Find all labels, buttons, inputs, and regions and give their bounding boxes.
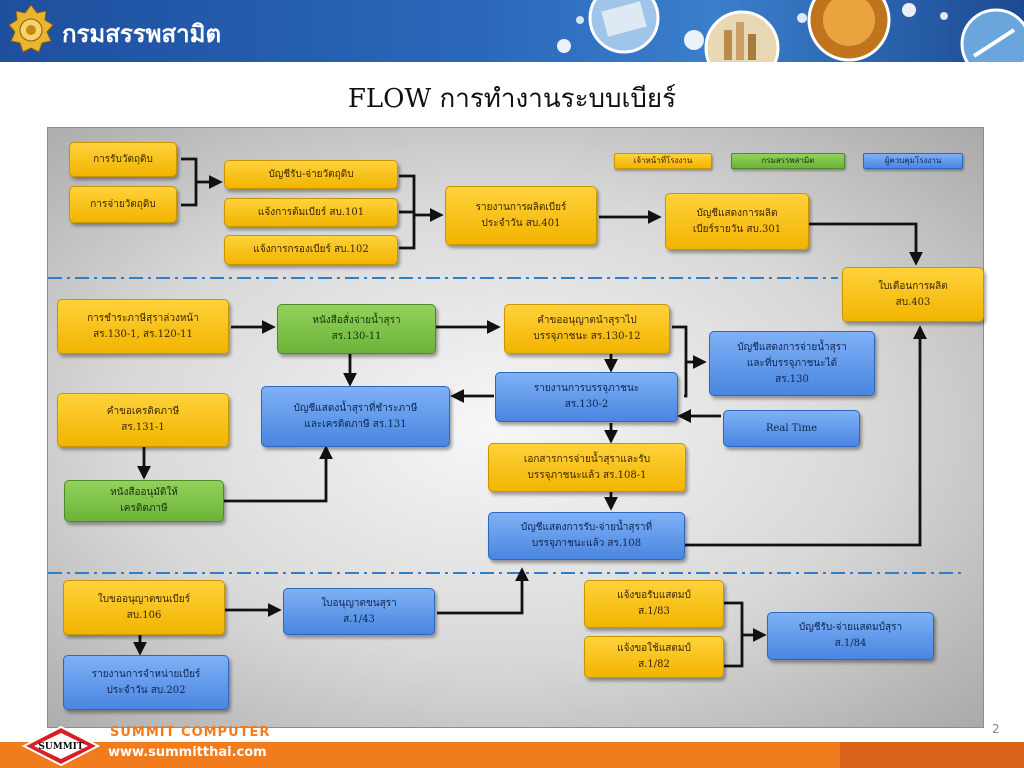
connector [224, 445, 333, 503]
box-production-notice: ใบเตือนการผลิต สบ.403 [842, 267, 984, 322]
page-number: 2 [992, 722, 1000, 736]
box-receive-issue-packaged: บัญชีแสดงการรับ-จ่ายน้ำสุราที่ บรรจุภาชน… [488, 512, 685, 560]
excise-emblem-icon [8, 4, 54, 53]
box-release-letter: หนังสือสั่งจ่ายน้ำสุรา สร.130-11 [277, 304, 436, 354]
box-use-stamp: แจ้งขอใช้แสตมป์ ส.1/82 [584, 636, 724, 678]
connector [685, 325, 927, 547]
flow-connectors [48, 157, 963, 668]
box-realtime: Real Time [723, 410, 860, 447]
box-tax-payment: การชำระภาษีสุราล่วงหน้า สร.130-1, สร.120… [57, 299, 229, 354]
box-sale-permit-request: ใบขออนุญาตขนเบียร์ สบ.106 [63, 580, 225, 635]
box-notify-filter: แจ้งการกรองเบียร์ สบ.102 [224, 235, 398, 265]
company-url[interactable]: www.summitthai.com [108, 745, 267, 760]
connector [808, 222, 923, 266]
box-notify-brew: แจ้งการต้มเบียร์ สบ.101 [224, 198, 398, 227]
box-credit-request: คำขอเครดิตภาษี สร.131-1 [57, 393, 229, 447]
box-stamp-ledger: บัญชีรับ-จ่ายแสตมป์สุรา ส.1/84 [767, 612, 934, 660]
box-daily-production: รายงานการผลิตเบียร์ ประจำวัน สบ.401 [445, 186, 597, 245]
legend-excise-department: กรมสรรพสามิต [731, 153, 845, 169]
box-daily-distribution: รายงานการจำหน่ายเบียร์ ประจำวัน สบ.202 [63, 655, 229, 710]
box-transport-permit: ใบอนุญาตขนสุรา ส.1/43 [283, 588, 435, 635]
box-tax-paid-account: บัญชีแสดงน้ำสุราที่ชำระภาษี และเครดิตภาษ… [261, 386, 450, 447]
box-material-ledger: บัญชีรับ-จ่ายวัตถุดิบ [224, 160, 398, 189]
footer-stripe-accent [840, 742, 1024, 768]
legend-factory-controller: ผู้ควบคุมโรงงาน [863, 153, 963, 169]
page-title: FLOW การทำงานระบบเบียร์ [347, 84, 677, 114]
box-packaging-report: รายงานการบรรจุภาชนะ สร.130-2 [495, 372, 678, 422]
summit-logo-text: SUMMIT [38, 742, 83, 752]
box-issue-doc: เอกสารการจ่ายน้ำสุราและรับ บรรจุภาชนะแล้… [488, 443, 686, 492]
box-packaging-request: คำขออนุญาตนำสุราไป บรรจุภาชนะ สร.130-12 [504, 304, 670, 354]
box-receive-stamp: แจ้งขอรับแสตมป์ ส.1/83 [584, 580, 724, 628]
box-issue-material: การจ่ายวัตถุดิบ [69, 186, 177, 223]
header-decoration [557, 0, 1024, 62]
box-issue-packaging-account: บัญชีแสดงการจ่ายน้ำสุรา และที่บรรจุภาชนะ… [709, 331, 875, 396]
connector [437, 567, 529, 615]
box-credit-approval: หนังสืออนุมัติให้ เครดิตภาษี [64, 480, 224, 522]
box-receive-material: การรับวัตถุดิบ [69, 142, 177, 177]
legend-factory-officer: เจ้าหน้าที่โรงงาน [614, 153, 712, 169]
header-banner: กรมสรรพสามิต [0, 0, 1024, 62]
box-production-account: บัญชีแสดงการผลิต เบียร์รายวัน สบ.301 [665, 193, 809, 250]
summit-logo-icon: SUMMIT [22, 725, 100, 767]
company-name: SUMMIT COMPUTER [110, 725, 271, 740]
org-name: กรมสรรพสามิต [62, 20, 222, 48]
connector [724, 601, 744, 668]
flow-diagram-panel: เจ้าหน้าที่โรงงาน กรมสรรพสามิต ผู้ควบคุม… [47, 127, 984, 728]
connector [181, 157, 198, 207]
